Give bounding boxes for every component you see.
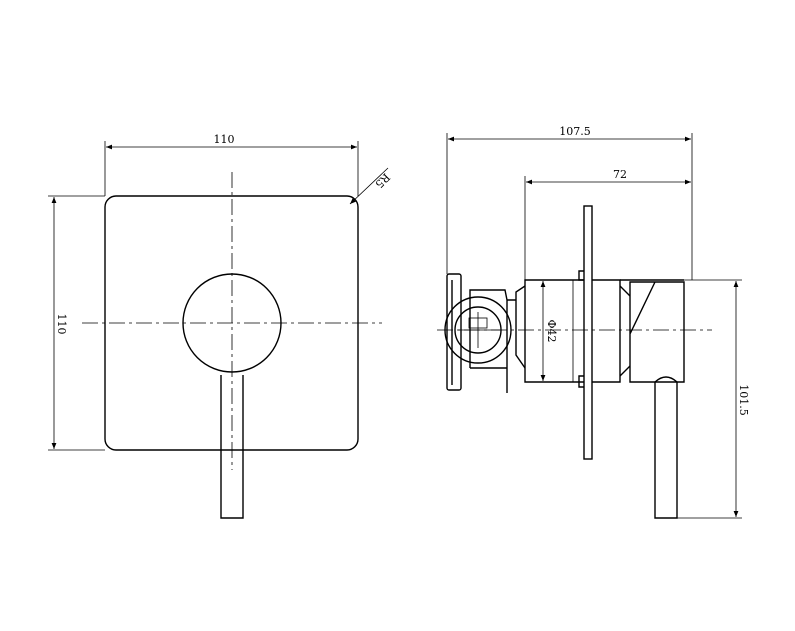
inlet-port-slot bbox=[468, 317, 488, 329]
lever-handle bbox=[220, 375, 244, 519]
knob-body bbox=[629, 281, 685, 383]
radius-leader bbox=[349, 167, 389, 205]
inlet-flange bbox=[446, 273, 462, 391]
cartridge-neck bbox=[515, 285, 526, 369]
front-view: 110 110 R5 bbox=[48, 133, 392, 519]
trim-body bbox=[592, 279, 621, 383]
valve-body bbox=[524, 279, 584, 383]
side-view: 107.5 72 Φ42 101.5 bbox=[437, 125, 750, 519]
lever-root bbox=[654, 376, 678, 383]
body-dimension-label: 72 bbox=[613, 168, 627, 181]
neck-detail bbox=[469, 289, 516, 393]
side-lever-handle bbox=[654, 382, 678, 519]
side-cover-plate bbox=[583, 205, 593, 460]
plate-step-top bbox=[578, 270, 584, 281]
overall-dimension-label: 107.5 bbox=[559, 125, 591, 138]
height-dimension-label: 110 bbox=[55, 314, 68, 335]
drop-dimension-label: 101.5 bbox=[737, 384, 750, 416]
width-dimension-label: 110 bbox=[214, 133, 235, 146]
radius-label: R5 bbox=[372, 170, 392, 190]
trim-taper bbox=[619, 285, 631, 377]
diameter-dimension-label: Φ42 bbox=[545, 319, 558, 342]
